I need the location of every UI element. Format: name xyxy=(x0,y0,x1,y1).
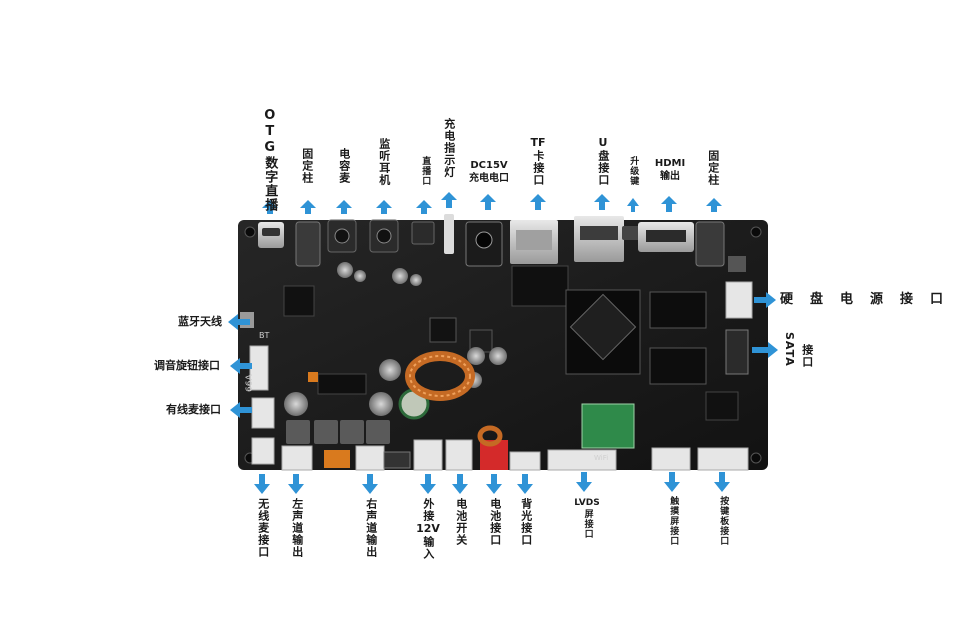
arrow-hdmi xyxy=(661,196,677,212)
label-charge-indicator: 充电指示灯 xyxy=(442,118,456,178)
label-lvds-line2: 屏接口 xyxy=(582,509,593,540)
label-otg-live: OTG数字直播 xyxy=(262,108,278,212)
arrow-lvds xyxy=(576,472,592,492)
arrows-right xyxy=(752,292,778,358)
arrow-wired-mic xyxy=(230,402,252,418)
arrow-fixed-post-left xyxy=(300,200,316,214)
arrow-dc xyxy=(480,194,496,210)
arrow-live-port xyxy=(416,200,432,214)
label-fixed-post-right: 固定柱 xyxy=(706,150,720,186)
label-monitor-earphone: 监听耳机 xyxy=(377,138,391,186)
label-right-channel: 右声道输出 xyxy=(364,498,378,558)
label-upgrade-key: 升级键 xyxy=(628,156,639,186)
label-tf-line2: 卡接口 xyxy=(531,149,545,186)
board-mark-bt: BT xyxy=(259,331,269,340)
arrow-otg xyxy=(262,200,278,214)
label-dc15v: DC15V 充电电口 xyxy=(466,160,512,185)
label-battery-switch: 电池开关 xyxy=(454,498,468,546)
arrow-usb xyxy=(594,194,610,210)
arrow-tuning-knob xyxy=(230,358,252,374)
label-live-port: 直播口 xyxy=(420,156,431,186)
label-ext-12v-line1: 外接 xyxy=(421,498,435,522)
label-sata-line2: 接口 xyxy=(800,344,814,368)
label-lvds-line1: LVDS xyxy=(574,498,600,508)
label-bt-antenna: 蓝牙天线 xyxy=(178,315,222,328)
arrows-down xyxy=(254,472,730,494)
arrow-battery-switch xyxy=(452,474,468,494)
label-dc15v-line1: DC15V xyxy=(470,160,508,171)
arrow-wireless-mic xyxy=(254,474,270,494)
label-hdmi-line1: HDMI xyxy=(654,158,686,169)
label-dc15v-line2: 充电电口 xyxy=(469,172,509,184)
arrow-monitor-earphone xyxy=(376,200,392,214)
label-tuning-knob: 调音旋钮接口 xyxy=(154,359,220,372)
label-touch-port: 触摸屏接口 xyxy=(668,496,679,546)
arrow-backlight xyxy=(517,474,533,494)
label-hdmi-line2: 输出 xyxy=(660,170,680,182)
label-sata-line1: SATA xyxy=(782,332,796,367)
label-battery-port: 电池接口 xyxy=(488,498,502,546)
arrow-sata xyxy=(752,342,778,358)
arrows-left xyxy=(228,314,252,418)
label-sata: SATA xyxy=(782,332,796,367)
label-keyboard-port: 按键板接口 xyxy=(718,496,729,546)
arrow-battery-port xyxy=(486,474,502,494)
board-mark-wifi: WiFi xyxy=(594,454,608,462)
arrow-tf xyxy=(530,194,546,210)
arrow-ext-12v xyxy=(420,474,436,494)
label-usb-line2: 盘接口 xyxy=(596,149,610,186)
arrow-upgrade xyxy=(627,198,639,212)
label-usb: U 盘接口 xyxy=(592,136,614,186)
label-usb-line1: U xyxy=(598,136,608,149)
label-lvds: LVDS 屏接口 xyxy=(572,498,602,539)
label-wired-mic: 有线麦接口 xyxy=(166,403,221,416)
board-mark-version: 66A xyxy=(245,374,255,392)
label-ext-12v-line2: 12V xyxy=(416,522,440,535)
label-ext-12v-line3: 输入 xyxy=(421,535,435,560)
arrow-touch xyxy=(664,472,680,492)
label-fixed-post-left: 固定柱 xyxy=(300,148,314,184)
arrow-right-channel xyxy=(362,474,378,494)
label-hdd-power: 硬盘电源接口 xyxy=(780,292,960,307)
arrow-bt-antenna xyxy=(228,314,250,330)
label-ext-12v: 外接 12V 输入 xyxy=(414,498,442,560)
arrow-fixed-post-right xyxy=(706,198,722,212)
arrow-charge-indicator xyxy=(441,192,457,208)
arrows-up xyxy=(262,192,722,214)
arrow-left-channel xyxy=(288,474,304,494)
arrow-keyboard xyxy=(714,472,730,492)
label-left-channel: 左声道输出 xyxy=(290,498,304,558)
label-hdmi: HDMI 输出 xyxy=(652,158,688,183)
label-wireless-mic: 无线麦接口 xyxy=(256,498,270,558)
arrow-condenser-mic xyxy=(336,200,352,214)
label-condenser-mic: 电容麦 xyxy=(337,148,351,184)
arrow-hdd-power xyxy=(754,292,776,308)
label-tf: TF 卡接口 xyxy=(526,136,550,186)
label-backlight-port: 背光接口 xyxy=(519,498,533,546)
label-tf-line1: TF xyxy=(530,136,546,149)
